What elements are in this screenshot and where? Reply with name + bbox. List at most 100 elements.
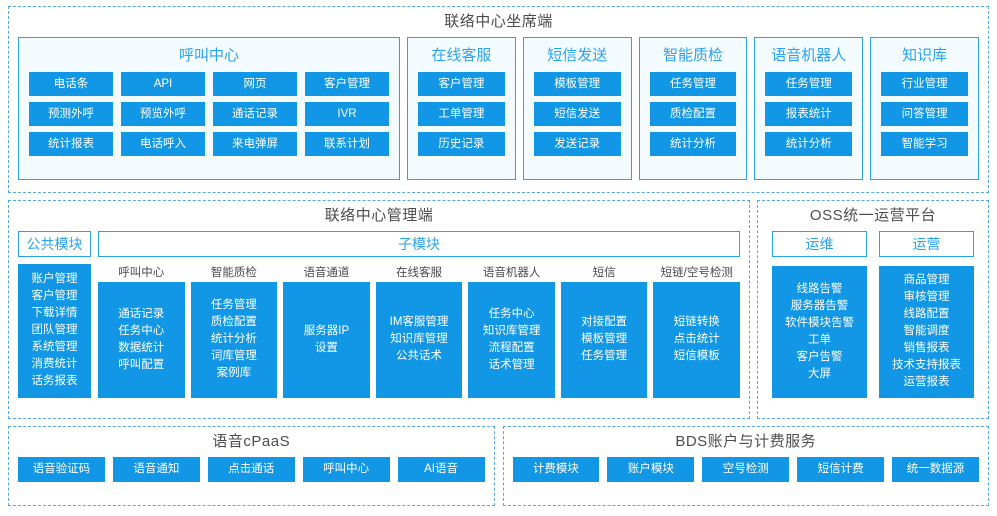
- voice-cpaas-tile[interactable]: 语音通知: [112, 456, 200, 482]
- agent-group-title: 短信发送: [547, 46, 608, 64]
- sub-module-item-line: 数据统计: [118, 341, 165, 354]
- agent-tile[interactable]: 行业管理: [881, 72, 968, 96]
- agent-tile[interactable]: 工单管理: [418, 102, 505, 126]
- agent-tile[interactable]: 客户管理: [305, 72, 389, 96]
- voice-cpaas-tile[interactable]: 呼叫中心: [302, 456, 390, 482]
- sub-module-item-line: 知识库管理: [390, 333, 448, 345]
- oss-group-header[interactable]: 运维: [772, 230, 867, 257]
- sub-module-item-line: 公共话术: [396, 350, 443, 362]
- agent-tile[interactable]: API: [121, 72, 205, 96]
- agent-tile[interactable]: 统计分析: [649, 132, 737, 156]
- agent-tile[interactable]: 模板管理: [533, 72, 621, 96]
- agent-tile[interactable]: 短信发送: [533, 102, 621, 126]
- agent-tile[interactable]: 来电弹屏: [213, 132, 297, 156]
- agent-tile[interactable]: 预览外呼: [121, 102, 205, 126]
- agent-tile[interactable]: 统计报表: [29, 132, 113, 156]
- sub-module-items[interactable]: IM客服管理知识库管理公共话术: [375, 281, 463, 398]
- agent-group-tiles: 行业管理问答管理智能学习: [881, 72, 968, 156]
- public-module-items[interactable]: 账户管理客户管理下载详情团队管理系统管理消费统计话务报表: [18, 263, 91, 398]
- agent-tile[interactable]: 电话呼入: [121, 132, 205, 156]
- agent-tile[interactable]: 网页: [213, 72, 297, 96]
- bds-billing-tile[interactable]: 短信计费: [797, 456, 885, 482]
- oss-item-line: 技术支持报表: [892, 359, 961, 371]
- bds-billing-title: BDS账户与计费服务: [675, 433, 817, 450]
- oss-item-line: 客户告警: [796, 350, 843, 363]
- agent-console-title: 联络中心坐席端: [444, 13, 553, 30]
- agent-group: 语音机器人任务管理报表统计统计分析: [754, 36, 864, 180]
- agent-tile[interactable]: 通话记录: [213, 102, 297, 126]
- sub-module-items[interactable]: 任务中心知识库管理流程配置话术管理: [468, 281, 555, 398]
- sub-module-group: 智能质检任务管理质检配置统计分析词库管理案例库: [190, 264, 278, 398]
- agent-group-tiles: 模板管理短信发送发送记录: [533, 72, 621, 156]
- oss-group-header[interactable]: 运营: [879, 230, 974, 257]
- agent-tile[interactable]: 统计分析: [765, 132, 853, 156]
- public-module-item-line: 团队管理: [31, 324, 78, 336]
- agent-tile[interactable]: 客户管理: [418, 72, 505, 96]
- sub-module-items[interactable]: 对接配置模板管理任务管理: [560, 281, 648, 398]
- agent-tile[interactable]: 历史记录: [418, 132, 505, 156]
- agent-group: 在线客服客户管理工单管理历史记录: [407, 36, 516, 180]
- oss-group-items[interactable]: 商品管理审核管理线路配置智能调度销售报表技术支持报表运营报表: [879, 265, 974, 398]
- bds-billing-tile[interactable]: 账户模块: [607, 456, 695, 482]
- agent-tile[interactable]: 预测外呼: [29, 102, 113, 126]
- agent-group-title: 知识库: [902, 46, 948, 64]
- agent-group-title: 呼叫中心: [178, 46, 239, 64]
- bds-billing-tile[interactable]: 计费模块: [512, 456, 600, 482]
- bds-billing-panel: BDS账户与计费服务 计费模块账户模块空号检测短信计费统一数据源: [502, 426, 989, 506]
- sub-module-group: 短信对接配置模板管理任务管理: [560, 264, 648, 398]
- voice-cpaas-tile[interactable]: 点击通话: [207, 456, 295, 482]
- agent-tile[interactable]: 报表统计: [765, 102, 853, 126]
- oss-item-line: 审核管理: [903, 291, 950, 303]
- voice-cpaas-tiles: 语音验证码语音通知点击通话呼叫中心 AI语音: [9, 456, 494, 492]
- sub-module-group: 语音机器人任务中心知识库管理流程配置话术管理: [468, 264, 555, 398]
- sub-module-label: 短链/空号检测: [660, 266, 733, 279]
- sub-module-item-line: 统计分析: [210, 333, 257, 345]
- oss-item-line: 线路告警: [796, 282, 843, 295]
- sub-module-item-line: 对接配置: [581, 316, 628, 328]
- oss-item-line: 运营报表: [903, 376, 950, 388]
- sub-module-item-line: 呼叫配置: [118, 358, 165, 371]
- agent-group-title: 在线客服: [431, 46, 492, 64]
- manage-console-title: 联络中心管理端: [324, 207, 434, 224]
- sub-module-item-line: 案例库: [216, 367, 252, 379]
- agent-tile[interactable]: 电话条: [29, 72, 113, 96]
- sub-module-item-line: 质检配置: [210, 316, 257, 328]
- public-module-header[interactable]: 公共模块: [18, 230, 91, 257]
- public-module-column: 公共模块 账户管理客户管理下载详情团队管理系统管理消费统计话务报表: [18, 230, 91, 398]
- bds-billing-tile[interactable]: 统一数据源: [892, 456, 979, 482]
- agent-group: 呼叫中心电话条 API 网页客户管理预测外呼预览外呼通话记录 IVR 统计报表电话呼入来…: [18, 36, 400, 180]
- sub-module-item-line: 点击统计: [673, 333, 720, 345]
- sub-module-items[interactable]: 短链转换点击统计短信模板: [653, 281, 741, 398]
- voice-cpaas-tile[interactable]: 语音验证码: [18, 456, 105, 482]
- agent-tile[interactable]: 任务管理: [765, 72, 853, 96]
- agent-tile[interactable]: 质检配置: [649, 102, 737, 126]
- public-module-item-line: 话务报表: [31, 375, 78, 387]
- sub-module-label: 语音机器人: [482, 266, 541, 279]
- voice-cpaas-tile[interactable]: AI语音: [397, 456, 485, 482]
- oss-item-line: 软件模块告警: [785, 316, 854, 329]
- sub-module-item-line: 知识库管理: [482, 324, 541, 337]
- public-module-item-line: 消费统计: [31, 358, 78, 370]
- agent-tile[interactable]: 发送记录: [533, 132, 621, 156]
- bds-billing-tile[interactable]: 空号检测: [702, 456, 790, 482]
- public-module-item-line: 账户管理: [31, 273, 78, 285]
- agent-tile[interactable]: IVR: [305, 102, 389, 126]
- sub-module-item-line: 短信模板: [673, 350, 720, 362]
- agent-tile[interactable]: 智能学习: [881, 132, 968, 156]
- sub-module-items[interactable]: 任务管理质检配置统计分析词库管理案例库: [190, 281, 278, 398]
- agent-group-title: 语音机器人: [771, 46, 847, 64]
- oss-group-items[interactable]: 线路告警服务器告警软件模块告警工单客户告警大屏: [772, 265, 867, 398]
- sub-module-items[interactable]: 通话记录任务中心数据统计呼叫配置: [98, 281, 185, 398]
- sub-module-column: 子模块 呼叫中心通话记录任务中心数据统计呼叫配置智能质检任务管理质检配置统计分析…: [98, 230, 741, 398]
- agent-tile[interactable]: 问答管理: [881, 102, 968, 126]
- sub-module-item-line: 任务中心: [118, 324, 165, 337]
- agent-tile[interactable]: 联系计划: [305, 132, 389, 156]
- sub-module-header[interactable]: 子模块: [98, 230, 740, 257]
- agent-tile[interactable]: 任务管理: [649, 72, 737, 96]
- sub-module-group: 呼叫中心通话记录任务中心数据统计呼叫配置: [98, 264, 185, 398]
